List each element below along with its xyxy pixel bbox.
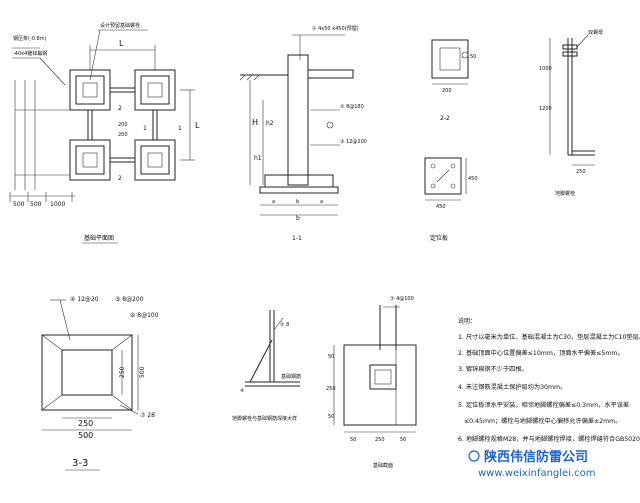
section-1-1-view: ① 4x50 x450(预埋) ② 8@180 ③ 12@200 H h1 h2… bbox=[239, 25, 367, 242]
section33-title: 3-3 bbox=[72, 458, 88, 469]
base-detail-dim-5: 250 bbox=[326, 386, 336, 392]
anchor-plate-dim-v: 450 bbox=[468, 176, 478, 182]
footing-pad-br bbox=[134, 139, 176, 181]
anchor-plate-view: 450 450 定位板 bbox=[424, 157, 478, 242]
section33-label-2: ⑤ 8@200 bbox=[115, 296, 144, 303]
plan-center-dim-1: 200 bbox=[118, 122, 128, 128]
plan-section-mark-2b: 2 bbox=[118, 175, 122, 182]
anchor-plate-dim-h: 450 bbox=[436, 204, 446, 210]
section-2-2-view: 50 200 2-2 bbox=[431, 39, 476, 122]
note-2: 2. 基础顶面中心位置偏差≤10mm，顶面水平偏差≤5mm。 bbox=[458, 349, 624, 357]
company-watermark: 陕西伟信防雷公司 www.weixinfanglei.com bbox=[468, 449, 596, 479]
notes-heading: 说明： bbox=[458, 317, 476, 325]
footing-pad-tl bbox=[69, 69, 111, 111]
section22-dim-200: 200 bbox=[442, 88, 452, 94]
plan-center-dim-2: 200 bbox=[118, 132, 128, 138]
footing-pad-tr bbox=[134, 69, 176, 111]
plan-left-note-2: -40x4镀锌扁钢 bbox=[13, 50, 47, 57]
note-1: 1. 尺寸以毫米为单位，基础混凝土为C30，垫层混凝土为C10垫层。 bbox=[458, 333, 640, 341]
foundation-plan-view: L 设计预留基础螺栓 钢压条(-0.8m) -40x4镀锌扁钢 bbox=[9, 22, 200, 244]
anchor-bolt-dim-2: 1200 bbox=[539, 106, 552, 112]
plan-section-mark-2a: 2 bbox=[118, 105, 122, 112]
watermark-url: www.weixinfanglei.com bbox=[478, 468, 596, 479]
note-4: 4. 未注钢筋混凝土保护层均为30mm。 bbox=[458, 383, 566, 391]
plan-top-dim: L bbox=[119, 39, 124, 48]
section11-dim-h1: h1 bbox=[254, 155, 262, 162]
bolt-detail-label-2: ④ bbox=[240, 388, 245, 394]
anchor-bolt-dim-1: 1000 bbox=[539, 66, 552, 72]
section11-bottom-b: b bbox=[296, 199, 299, 205]
note-5: 5. 定位板须水平安装，相邻地脚螺栓偏差≤0.3mm，水平误差 bbox=[458, 401, 629, 409]
anchor-bolt-dim-3: 250 bbox=[576, 169, 586, 175]
section11-bottom-a1: a bbox=[272, 199, 275, 205]
plan-section-mark-1a: 1 bbox=[143, 125, 147, 132]
base-detail-dim-3: 50 bbox=[400, 437, 406, 443]
plan-bottom-dim-1: 500 bbox=[13, 201, 25, 208]
footing-pad-bl bbox=[69, 139, 111, 181]
base-section-detail-view: ① 4@100 50 250 50 50 250 50 基础截面 bbox=[326, 296, 417, 469]
design-notes: 说明： 1. 尺寸以毫米为单位，基础混凝土为C30，垫层混凝土为C10垫层。 2… bbox=[458, 317, 640, 443]
section11-bottom-a2: a bbox=[320, 199, 323, 205]
watermark-company: 陕西伟信防雷公司 bbox=[484, 449, 588, 465]
anchor-bolt-view: 双螺母 1000 1200 250 地脚螺栓 bbox=[539, 29, 603, 197]
section11-dim-h2: h2 bbox=[266, 120, 274, 127]
plan-left-note-1: 钢压条(-0.8m) bbox=[13, 35, 47, 42]
plan-top-note: 设计预留基础螺栓 bbox=[100, 22, 140, 29]
section33-label-3: ⑥ 8@100 bbox=[130, 312, 159, 319]
section33-dim-v2: 500 bbox=[139, 366, 146, 378]
bolt-detail-title: 地脚螺栓与基础钢筋焊接大样 bbox=[232, 415, 297, 422]
section11-title: 1-1 bbox=[292, 235, 302, 242]
anchor-bolt-title: 地脚螺栓 bbox=[555, 190, 575, 197]
plan-bottom-dim-2: 500 bbox=[30, 201, 42, 208]
section11-top-label: ① 4x50 x450(预埋) bbox=[312, 25, 359, 32]
plan-bottom-dim-3: 1000 bbox=[50, 201, 65, 208]
base-detail-dim-1: 50 bbox=[350, 437, 356, 443]
bolt-detail-label-3: 基础钢筋 bbox=[281, 373, 301, 380]
section33-dim-h2: 500 bbox=[78, 431, 93, 440]
anchor-plate-title: 定位板 bbox=[430, 234, 448, 242]
section11-dim-H: H bbox=[252, 118, 258, 127]
plan-section-mark-1b: 1 bbox=[178, 125, 182, 132]
section33-dim-h1: 250 bbox=[78, 419, 93, 428]
base-detail-top-label: ① 4@100 bbox=[390, 296, 414, 302]
watermark-logo-icon bbox=[468, 450, 480, 462]
note-3: 3. 镀锌扁钢不少于四根。 bbox=[458, 365, 528, 373]
section33-label-1: ④ 12@20 bbox=[70, 296, 99, 303]
plan-right-dim: L bbox=[195, 121, 200, 130]
bolt-weld-detail-view: ② 8 ④ 基础钢筋 地脚螺栓与基础钢筋焊接大样 bbox=[232, 310, 301, 422]
section11-bottom-label: b bbox=[296, 215, 300, 222]
plan-title: 基础平面图 bbox=[84, 234, 114, 242]
section33-dim-v1: 250 bbox=[119, 366, 126, 378]
bolt-detail-label-1: ② 8 bbox=[280, 322, 289, 328]
section33-label-4: ⑦ 28 bbox=[140, 412, 155, 419]
note-6: 6. 地脚螺栓规格M28，并与地脚螺栓焊接，螺栓焊缝符合GB50205 bbox=[458, 435, 640, 443]
section11-rebar-label-2: ③ 12@200 bbox=[340, 139, 367, 145]
base-detail-dim-6: 50 bbox=[328, 414, 334, 420]
anchor-bolt-label: 双螺母 bbox=[588, 29, 603, 36]
section11-rebar-label-1: ② 8@180 bbox=[340, 104, 364, 110]
note-5-cont: ≤0.45mm；螺栓与地脚螺栓中心偏移允许偏差±2mm。 bbox=[464, 417, 621, 425]
base-detail-dim-2: 250 bbox=[375, 437, 385, 443]
base-detail-dim-4: 50 bbox=[328, 354, 334, 360]
section-3-3-view: ④ 12@20 ⑤ 8@200 ⑥ 8@100 ⑦ 28 250 500 250… bbox=[41, 296, 159, 471]
section22-dim-50: 50 bbox=[470, 54, 476, 60]
base-detail-title: 基础截面 bbox=[373, 462, 393, 469]
section22-title: 2-2 bbox=[440, 115, 450, 122]
